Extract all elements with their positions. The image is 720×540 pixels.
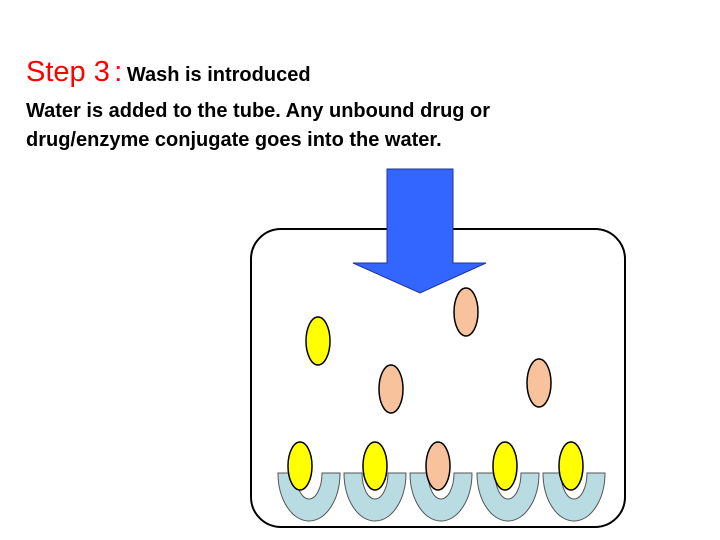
step-label: Step 3 <box>26 56 110 88</box>
antibody-cup <box>409 472 473 522</box>
slide-title: Step 3 : Wash is introduced <box>26 56 311 89</box>
free-drug-molecule <box>305 316 331 366</box>
bound-drug-molecule <box>558 441 584 491</box>
bound-drug-molecule <box>362 441 388 491</box>
caption-line-2: drug/enzyme conjugate goes into the wate… <box>26 129 442 151</box>
step-title: Wash is introduced <box>126 64 311 86</box>
antibody-cup <box>476 472 540 522</box>
slide-caption: Water is added to the tube. Any unbound … <box>26 97 666 155</box>
bound-drug-molecule <box>492 441 518 491</box>
title-separator: : <box>114 56 123 88</box>
bound-conjugate-molecule <box>425 441 451 491</box>
free-conjugate-molecule <box>378 364 404 414</box>
antibody-row <box>277 441 606 522</box>
free-conjugate-molecule <box>526 358 552 408</box>
down-arrow-icon <box>352 168 487 294</box>
antibody-cup <box>343 472 407 522</box>
bound-drug-molecule <box>287 441 313 491</box>
free-molecules <box>305 287 552 414</box>
caption-line-1: Water is added to the tube. Any unbound … <box>26 100 491 122</box>
antibody-cup <box>542 472 606 522</box>
free-conjugate-molecule <box>453 287 479 337</box>
